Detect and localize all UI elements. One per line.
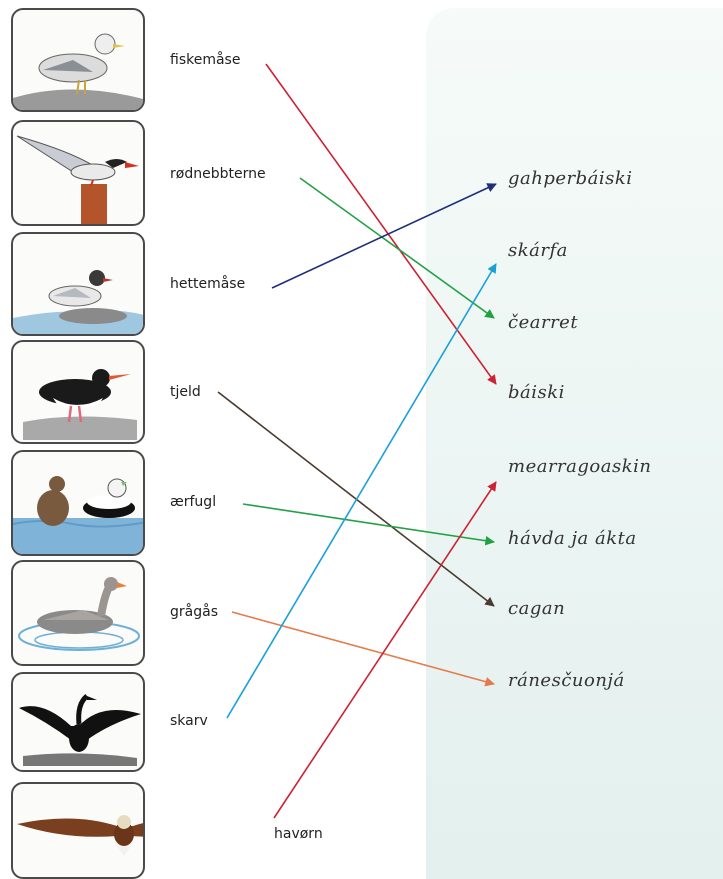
match-arrow-1 — [266, 64, 496, 384]
match-arrow-7 — [227, 264, 496, 718]
match-arrow-8 — [274, 482, 496, 818]
match-arrow-6 — [232, 612, 494, 684]
match-arrow-3 — [272, 184, 496, 288]
